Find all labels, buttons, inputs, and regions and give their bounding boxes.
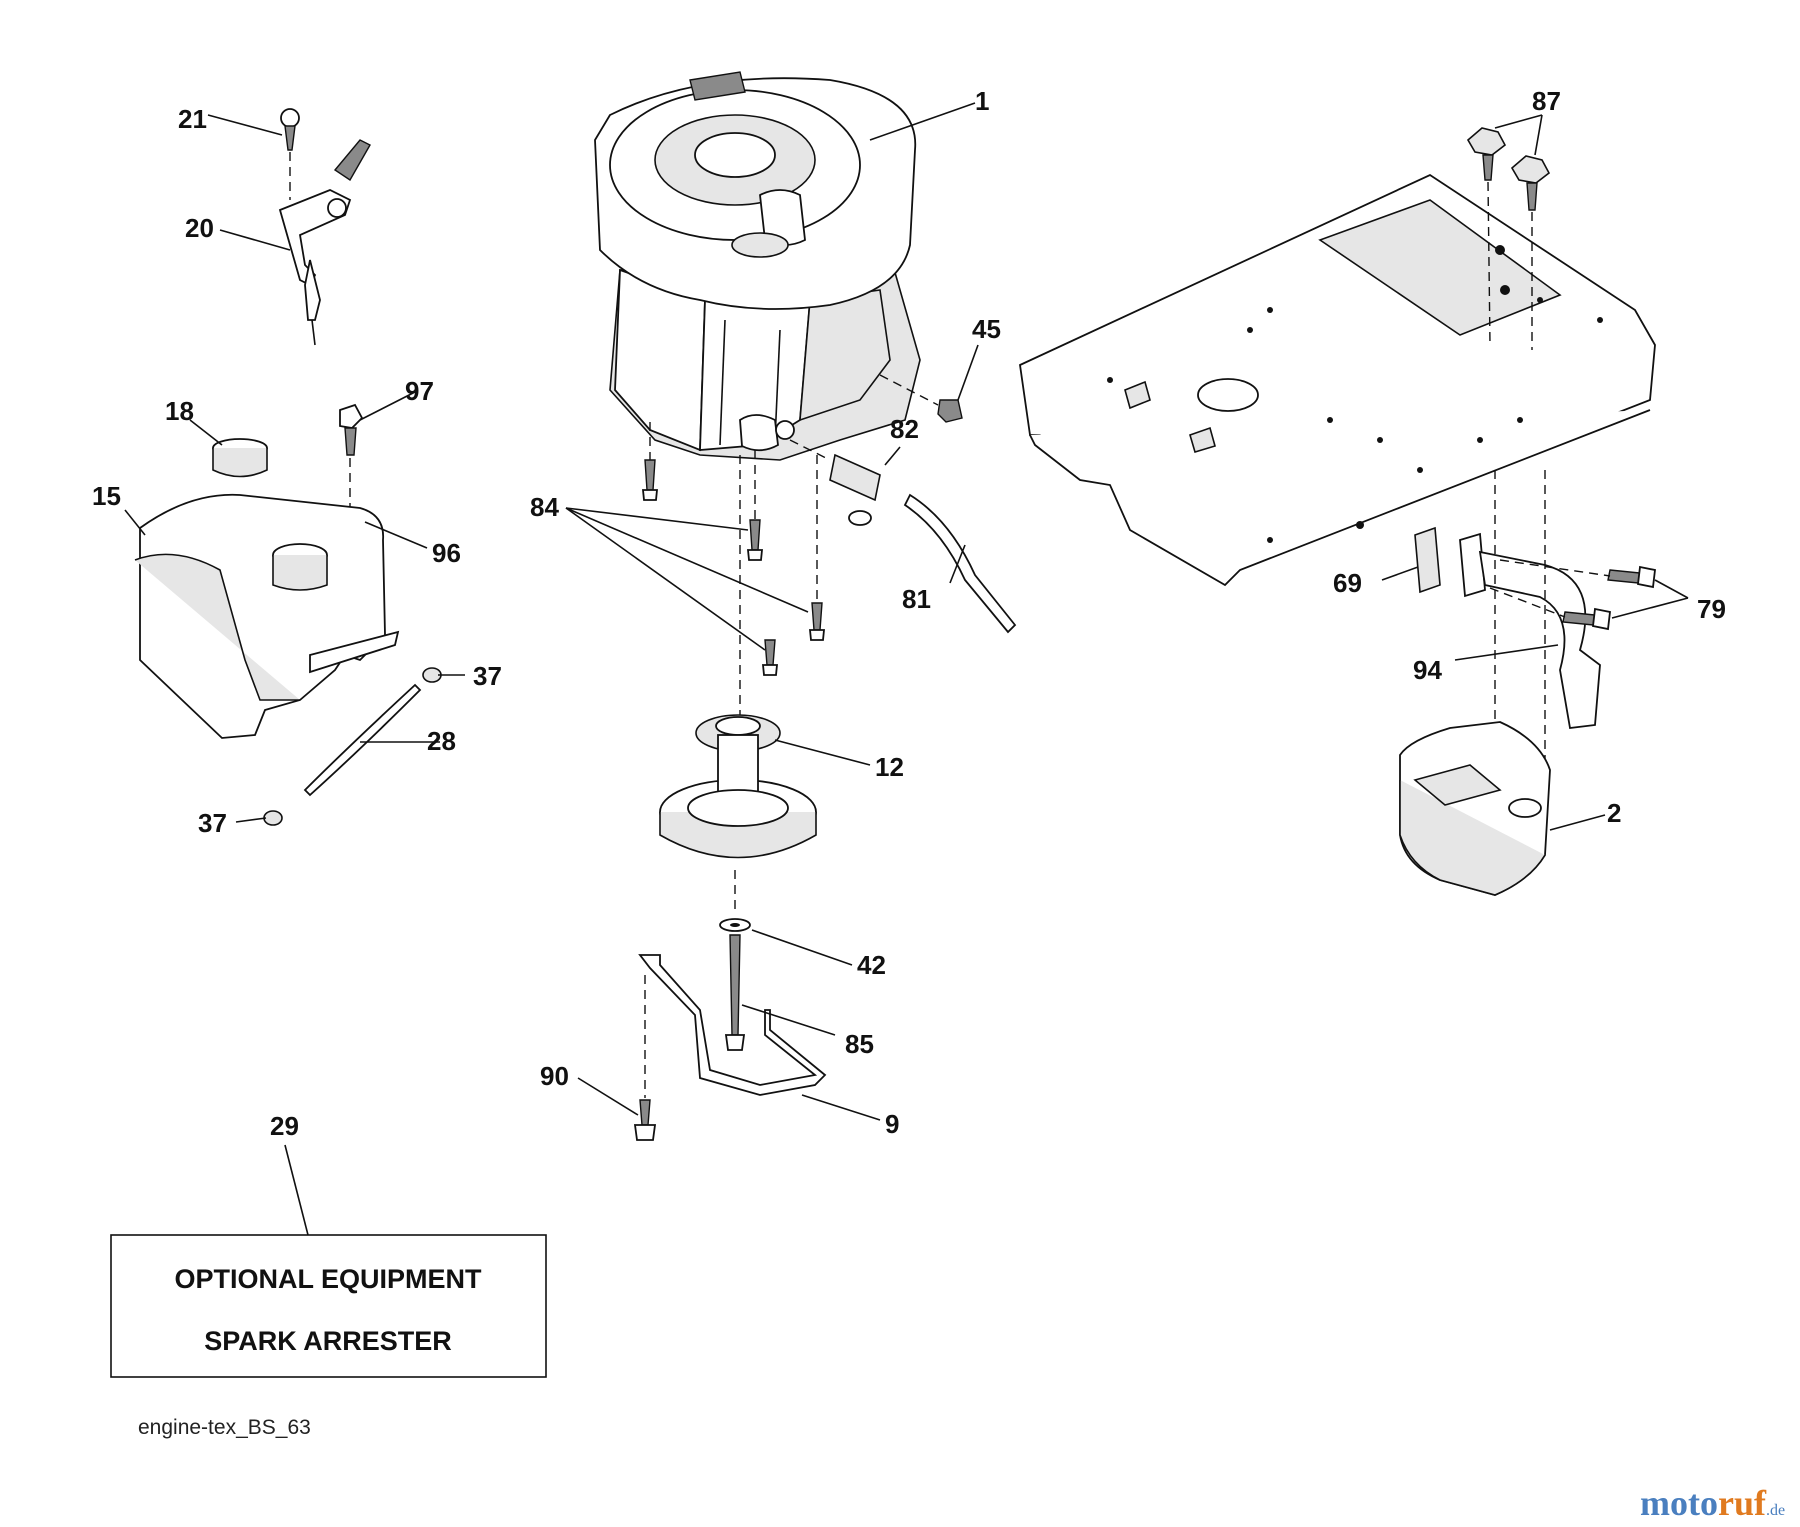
label-part-82: 82 xyxy=(890,414,919,444)
chassis-plate xyxy=(1019,173,1656,587)
gasket-part-69 xyxy=(1414,526,1441,594)
pulley-part-12 xyxy=(659,714,817,915)
label-part-37-lower: 37 xyxy=(198,808,227,838)
label-part-94: 94 xyxy=(1413,655,1442,685)
watermark-suffix: .de xyxy=(1766,1502,1785,1519)
oil-drain-valve-part-82 xyxy=(789,439,881,526)
watermark-part-1: moto xyxy=(1640,1483,1718,1523)
bolts-part-87 xyxy=(1466,127,1551,350)
label-part-20: 20 xyxy=(185,213,214,243)
oil-drain-hose-part-81 xyxy=(903,493,1017,634)
label-part-1: 1 xyxy=(975,86,989,116)
label-part-97: 97 xyxy=(405,376,434,406)
part-number-labels: 1 87 21 20 45 97 18 82 15 84 96 69 81 79… xyxy=(92,86,1726,1141)
muffler-part-2 xyxy=(1399,721,1551,896)
screw-part-21 xyxy=(280,108,300,200)
label-part-15: 15 xyxy=(92,481,121,511)
svg-text:motoruf.de: motoruf.de xyxy=(1640,1483,1785,1523)
label-part-18: 18 xyxy=(165,396,194,426)
bolts-part-84 xyxy=(642,422,825,720)
bolt-part-85 xyxy=(724,934,746,1051)
label-part-21: 21 xyxy=(178,104,207,134)
label-part-85: 85 xyxy=(845,1029,874,1059)
clamp-part-37-lower xyxy=(263,810,283,826)
leader-lines xyxy=(124,102,1689,1236)
nut-part-45 xyxy=(879,374,963,423)
label-part-29: 29 xyxy=(270,1111,299,1141)
label-part-2: 2 xyxy=(1607,798,1621,828)
label-part-42: 42 xyxy=(857,950,886,980)
label-part-12: 12 xyxy=(875,752,904,782)
bracket-part-9 xyxy=(638,954,827,1096)
fuel-cap-part-18 xyxy=(212,438,268,478)
label-part-37-upper: 37 xyxy=(473,661,502,691)
label-part-45: 45 xyxy=(972,314,1001,344)
label-part-69: 69 xyxy=(1333,568,1362,598)
label-part-90: 90 xyxy=(540,1061,569,1091)
label-part-28: 28 xyxy=(427,726,456,756)
motoruf-watermark-logo: motoruf.de xyxy=(1640,1483,1785,1523)
optional-equipment-text: OPTIONAL EQUIPMENT xyxy=(174,1264,482,1294)
label-part-96: 96 xyxy=(432,538,461,568)
throttle-control-part-20 xyxy=(278,139,371,346)
fuel-tank-part-15 xyxy=(134,493,400,739)
exhaust-pipe-part-94 xyxy=(1459,532,1601,729)
label-part-79: 79 xyxy=(1697,594,1726,624)
optional-equipment-box: OPTIONAL EQUIPMENT SPARK ARRESTER xyxy=(110,1234,547,1378)
drawing-file-id: engine-tex_BS_63 xyxy=(138,1416,311,1439)
engine-part-1 xyxy=(594,71,921,461)
label-part-84: 84 xyxy=(530,492,559,522)
fuel-line-part-28 xyxy=(303,683,422,797)
bolts-part-79 xyxy=(1489,470,1656,760)
bolt-part-90 xyxy=(633,975,657,1141)
washer-part-42 xyxy=(719,918,751,932)
watermark-part-2: ruf xyxy=(1718,1483,1767,1523)
label-part-81: 81 xyxy=(902,584,931,614)
label-part-9: 9 xyxy=(885,1109,899,1139)
label-part-87: 87 xyxy=(1532,86,1561,116)
spark-arrester-text: SPARK ARRESTER xyxy=(204,1326,452,1356)
